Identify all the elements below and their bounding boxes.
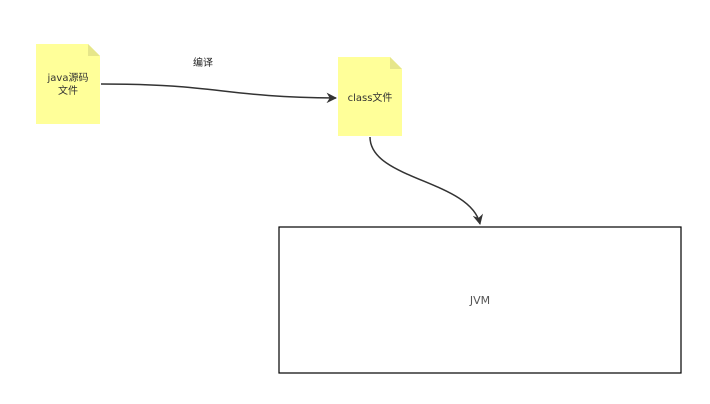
jvm-label: JVM <box>469 294 490 307</box>
class-to-jvm-edge[interactable] <box>369 136 484 226</box>
class-file-note-body <box>338 57 402 136</box>
java-source-label-line1: java源码 <box>47 71 89 84</box>
jvm-box-rect <box>278 226 682 374</box>
class-file-label: class文件 <box>348 91 393 104</box>
class-file-note[interactable]: class文件 <box>338 57 402 136</box>
compile-edge[interactable] <box>100 83 338 104</box>
java-source-note-body <box>36 44 100 124</box>
compile-edge-label: 编译 <box>193 56 213 69</box>
java-source-label-line2: 文件 <box>58 84 78 97</box>
class-file-note-fold <box>390 57 402 69</box>
jvm-box[interactable]: JVM <box>278 226 682 374</box>
java-source-note[interactable]: java源码 文件 <box>36 44 100 124</box>
java-source-note-fold <box>88 44 100 56</box>
